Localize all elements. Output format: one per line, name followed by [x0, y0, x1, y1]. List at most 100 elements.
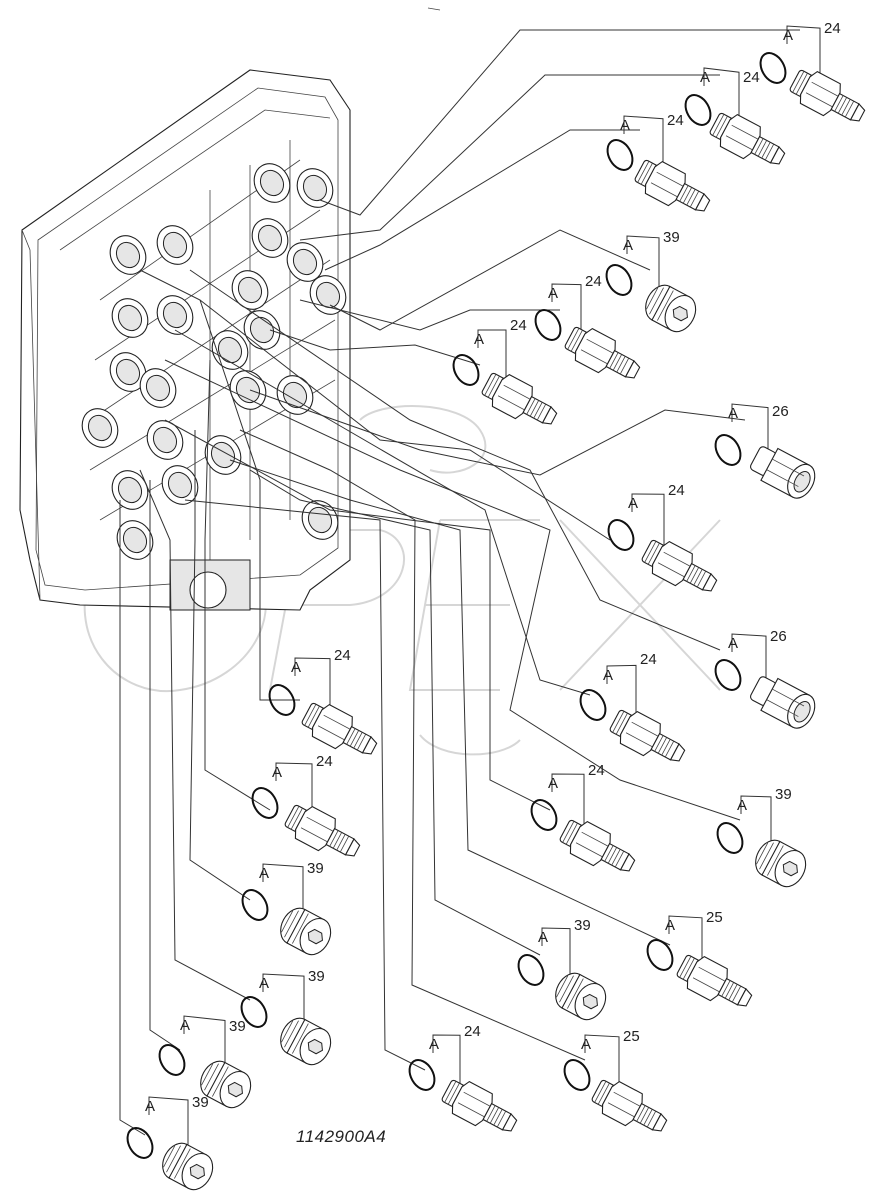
o-ring-label: A [581, 1036, 591, 1053]
fitting-part [591, 1079, 668, 1132]
body-port [211, 330, 249, 370]
body-port [156, 225, 194, 265]
fitting-part [609, 709, 686, 762]
part-number-label: 39 [307, 860, 324, 877]
body-port [156, 295, 194, 335]
body-port [109, 235, 147, 275]
o-ring [534, 309, 562, 341]
callout-fitting: A 24 [759, 20, 866, 122]
part-number-label: 25 [706, 909, 723, 926]
callout-fitting: A24 [408, 1023, 518, 1132]
fitting-part [301, 702, 378, 755]
body-port [81, 408, 119, 448]
fitting-part [641, 539, 718, 592]
o-ring-label: A [783, 27, 793, 44]
leader-line [324, 129, 640, 271]
part-number-label: 39 [574, 917, 591, 934]
leader-line [139, 269, 300, 701]
leader-line [164, 419, 551, 811]
callout-plug: A39 [716, 786, 807, 888]
fitting-part [559, 819, 636, 872]
o-ring [607, 519, 635, 551]
o-ring [759, 52, 787, 84]
o-ring [517, 954, 545, 986]
callout-bracket [551, 773, 585, 831]
part-number-label: 39 [663, 229, 680, 246]
leader-line [249, 389, 746, 476]
o-ring-label: A [728, 405, 738, 422]
o-ring [684, 94, 712, 126]
o-ring-label: A [180, 1017, 190, 1034]
callout-plug: A 39 [605, 229, 697, 333]
callout-plug: A 39 [240, 968, 332, 1066]
o-ring-label: A [737, 797, 747, 814]
leader-line [329, 229, 651, 331]
body-port [231, 270, 269, 310]
callout-bracket [477, 329, 507, 384]
part-number-label: 24 [743, 69, 760, 86]
o-ring-label: A [623, 237, 633, 254]
o-ring-label: A [474, 331, 484, 348]
fitting-part [676, 954, 753, 1007]
body-port [111, 298, 149, 338]
leader-line [299, 74, 720, 241]
o-ring [452, 354, 480, 386]
fitting-part [564, 326, 641, 379]
drawing-code: 1142900A4 [296, 1127, 386, 1146]
o-ring [714, 434, 742, 466]
part-number-label: 24 [585, 273, 602, 290]
o-ring-label: A [259, 975, 269, 992]
o-ring-label: A [538, 929, 548, 946]
plug-part [162, 1142, 214, 1191]
fitting-part [789, 69, 866, 122]
body-port [139, 368, 177, 408]
body-port [243, 310, 281, 350]
leader-line [239, 429, 586, 1061]
plug-part [200, 1060, 252, 1109]
part-number-label: 24 [824, 20, 841, 37]
leader-line [119, 500, 146, 1136]
leader-line [199, 299, 611, 541]
plug-part [645, 284, 697, 333]
body-port [116, 520, 154, 560]
leader-line [319, 29, 800, 216]
leader-line [204, 359, 271, 811]
callout-bracket [541, 927, 571, 981]
o-ring [579, 689, 607, 721]
fitting-part [284, 804, 361, 857]
o-ring-label: A [259, 865, 269, 882]
leader-line [249, 469, 541, 956]
leader-line [269, 329, 481, 366]
body-port [146, 420, 184, 460]
body-port [109, 352, 147, 392]
o-ring [268, 684, 296, 716]
callout-fitting: A24 [268, 647, 378, 755]
body-port [161, 465, 199, 505]
body-port [286, 242, 324, 282]
callout-fitting: A 24 [607, 482, 718, 592]
leader-line [174, 329, 591, 696]
plug-part [280, 907, 332, 956]
o-ring [606, 139, 634, 171]
leader-line [139, 469, 251, 1001]
leader-line [299, 299, 560, 331]
o-ring [563, 1059, 591, 1091]
part-number-label: 24 [668, 482, 685, 499]
leader-line [229, 459, 671, 946]
part-number-label: 39 [308, 968, 325, 985]
fitting-part [481, 372, 558, 425]
part-number-label: 24 [640, 651, 657, 668]
fitting-part [709, 112, 786, 165]
o-ring [714, 659, 742, 691]
o-ring-label: A [628, 495, 638, 512]
o-ring-label: A [728, 635, 738, 652]
callout-fitting: A24 [579, 651, 686, 762]
part-number-label: 24 [316, 753, 333, 770]
